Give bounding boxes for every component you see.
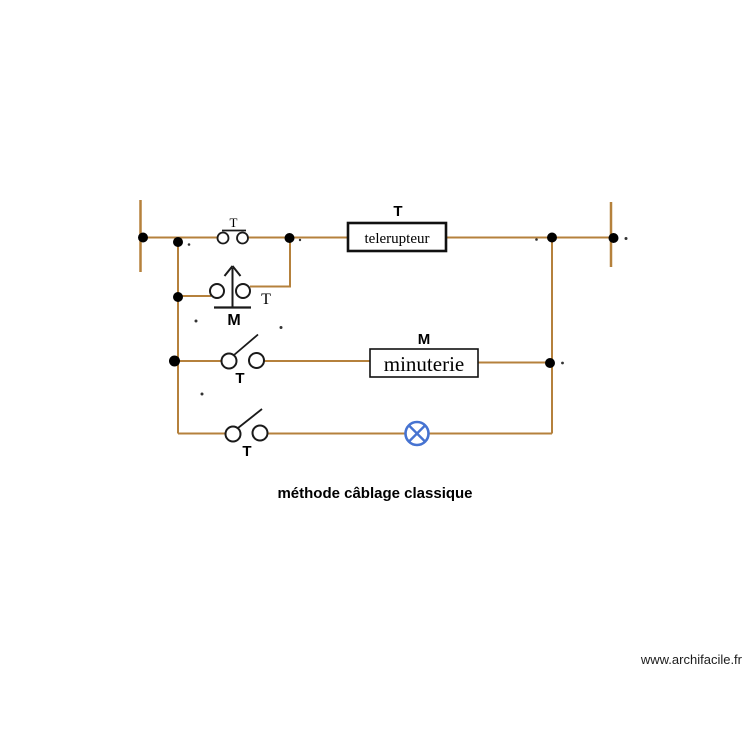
- junction-node: [173, 237, 183, 247]
- lamp-cross: [408, 424, 426, 443]
- telerupteur-name: telerupteur: [365, 231, 430, 247]
- minuterie-tag: M: [418, 331, 431, 348]
- contact-terminal-icon: [236, 231, 249, 245]
- contact-terminal-icon: [248, 352, 265, 369]
- switch-blade-icon: [233, 333, 259, 356]
- watermark-url: www.archifacile.fr: [640, 652, 742, 667]
- stray-dot: [200, 392, 204, 396]
- minuterie-relay-box: M minuterie: [369, 331, 479, 378]
- contact-terminal-icon: [209, 283, 225, 299]
- arrow-head-icon: [231, 265, 242, 277]
- lamp-icon: [404, 420, 430, 447]
- junction-nodes: [138, 232, 619, 368]
- stray-marks: [187, 237, 628, 396]
- coil-contact-label: M: [227, 312, 240, 329]
- contact-terminal-icon: [220, 352, 238, 370]
- telerupteur-relay-box: T telerupteur: [346, 203, 448, 253]
- switch-contact-T-lamp: T: [224, 408, 269, 460]
- lamp-contact-label: T: [242, 443, 251, 460]
- junction-node: [545, 358, 555, 368]
- relay-box-outline: [346, 221, 448, 253]
- arrow-head-icon: [223, 265, 234, 277]
- stray-dot: [279, 326, 283, 329]
- junction-node: [547, 232, 557, 243]
- stray-dot: [187, 243, 191, 246]
- junction-node: [138, 232, 148, 243]
- push-button-T-contact: T: [216, 215, 249, 245]
- switch-blade-icon: [237, 408, 263, 429]
- junction-node: [608, 233, 619, 243]
- push-button-label: T: [230, 215, 238, 230]
- contact-terminal-icon: [224, 425, 242, 443]
- coil-contact-tag: T: [261, 291, 271, 308]
- contact-terminal-icon: [235, 283, 251, 299]
- stray-dot: [624, 237, 628, 240]
- contact-terminal-icon: [216, 231, 230, 245]
- stray-dot: [561, 361, 564, 365]
- stray-dot: [535, 238, 538, 241]
- junction-node: [169, 355, 180, 367]
- junction-node: [284, 233, 295, 243]
- stray-dot: [298, 238, 302, 242]
- junction-node: [173, 292, 183, 302]
- wire-coil-return: [250, 237, 291, 288]
- wires: [141, 236, 611, 435]
- switch-contact-T-minuterie: T: [220, 333, 265, 387]
- diagram-caption: méthode câblage classique: [277, 485, 473, 502]
- minuterie-name: minuterie: [384, 352, 464, 376]
- timer-contact-label: T: [235, 370, 244, 387]
- coil-contact-M: M T: [209, 265, 271, 329]
- relay-box-outline: [369, 348, 479, 378]
- contact-terminal-icon: [251, 424, 269, 442]
- stray-dot: [194, 319, 198, 323]
- telerupteur-tag: T: [393, 203, 402, 220]
